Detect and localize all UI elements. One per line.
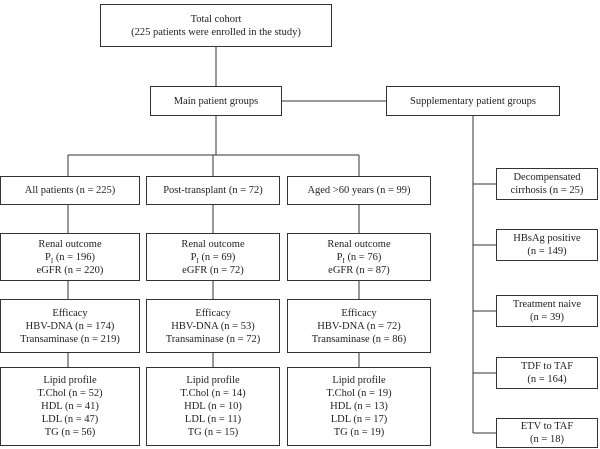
- lipid-profile-box: Lipid profile T.Chol (n = 19) HDL (n = 1…: [287, 367, 431, 446]
- lipid-tchol: T.Chol (n = 19): [326, 388, 392, 399]
- total-cohort-title: Total cohort: [190, 13, 242, 25]
- lipid-hdl: HDL (n = 13): [330, 401, 388, 412]
- supp-tdf-to-taf: TDF to TAF (n = 164): [496, 357, 598, 389]
- renal-pi: PI (n = 69): [190, 251, 236, 265]
- total-cohort-box: Total cohort (225 patients were enrolled…: [100, 4, 332, 47]
- supplementary-groups-box: Supplementary patient groups: [386, 86, 560, 116]
- efficacy-trans: Transaminase (n = 219): [20, 333, 120, 345]
- lipid-hdl: HDL (n = 41): [41, 401, 99, 412]
- efficacy-trans: Transaminase (n = 86): [311, 333, 407, 345]
- total-cohort-subtitle: (225 patients were enrolled in the study…: [131, 26, 301, 38]
- efficacy-box: Efficacy HBV-DNA (n = 53) Transaminase (…: [146, 299, 280, 353]
- lipid-ldl: LDL (n = 17): [330, 414, 388, 425]
- supp-hbsag-positive: HBsAg positive (n = 149): [496, 229, 598, 261]
- column-header-post-transplant: Post-transplant (n = 72): [146, 176, 280, 205]
- lipid-title: Lipid profile: [186, 375, 240, 386]
- renal-pi: PI (n = 196): [45, 251, 95, 265]
- renal-title: Renal outcome: [327, 238, 391, 250]
- column-header-all-patients: All patients (n = 225): [0, 176, 140, 205]
- supp-decompensated-cirrhosis: Decompensated cirrhosis (n = 25): [496, 168, 598, 200]
- efficacy-box: Efficacy HBV-DNA (n = 72) Transaminase (…: [287, 299, 431, 353]
- renal-title: Renal outcome: [38, 238, 102, 250]
- renal-outcome-box: Renal outcome PI (n = 76) eGFR (n = 87): [287, 233, 431, 281]
- renal-pi: PI (n = 76): [336, 251, 382, 265]
- column-header-label: All patients (n = 225): [24, 185, 116, 196]
- efficacy-box: Efficacy HBV-DNA (n = 174) Transaminase …: [0, 299, 140, 353]
- efficacy-trans: Transaminase (n = 72): [165, 333, 261, 345]
- lipid-title: Lipid profile: [43, 375, 97, 386]
- renal-outcome-box: Renal outcome PI (n = 196) eGFR (n = 220…: [0, 233, 140, 281]
- main-groups-box: Main patient groups: [150, 86, 282, 116]
- supp-etv-to-taf: ETV to TAF (n = 18): [496, 418, 598, 448]
- lipid-hdl: HDL (n = 10): [184, 401, 242, 412]
- supplementary-groups-label: Supplementary patient groups: [410, 95, 536, 107]
- lipid-tg: TG (n = 56): [44, 427, 96, 438]
- renal-egfr: eGFR (n = 72): [182, 264, 244, 276]
- lipid-profile-box: Lipid profile T.Chol (n = 14) HDL (n = 1…: [146, 367, 280, 446]
- lipid-ldl: LDL (n = 11): [184, 414, 242, 425]
- lipid-tchol: T.Chol (n = 52): [37, 388, 103, 399]
- lipid-tchol: T.Chol (n = 14): [180, 388, 246, 399]
- column-header-label: Post-transplant (n = 72): [163, 185, 263, 196]
- lipid-title: Lipid profile: [332, 375, 386, 386]
- lipid-tg: TG (n = 15): [187, 427, 239, 438]
- efficacy-hbv: HBV-DNA (n = 53): [171, 320, 255, 332]
- renal-egfr: eGFR (n = 220): [36, 264, 104, 276]
- renal-egfr: eGFR (n = 87): [328, 264, 390, 276]
- efficacy-title: Efficacy: [195, 307, 231, 319]
- renal-title: Renal outcome: [181, 238, 245, 250]
- renal-outcome-box: Renal outcome PI (n = 69) eGFR (n = 72): [146, 233, 280, 281]
- main-groups-label: Main patient groups: [173, 95, 259, 107]
- lipid-profile-box: Lipid profile T.Chol (n = 52) HDL (n = 4…: [0, 367, 140, 446]
- lipid-ldl: LDL (n = 47): [41, 414, 99, 425]
- lipid-tg: TG (n = 19): [333, 427, 385, 438]
- efficacy-hbv: HBV-DNA (n = 72): [317, 320, 401, 332]
- efficacy-hbv: HBV-DNA (n = 174): [25, 320, 115, 332]
- efficacy-title: Efficacy: [341, 307, 377, 319]
- supp-treatment-naive: Treatment naive (n = 39): [496, 295, 598, 327]
- efficacy-title: Efficacy: [52, 307, 88, 319]
- column-header-label: Aged >60 years (n = 99): [307, 185, 411, 196]
- column-header-aged-over-60: Aged >60 years (n = 99): [287, 176, 431, 205]
